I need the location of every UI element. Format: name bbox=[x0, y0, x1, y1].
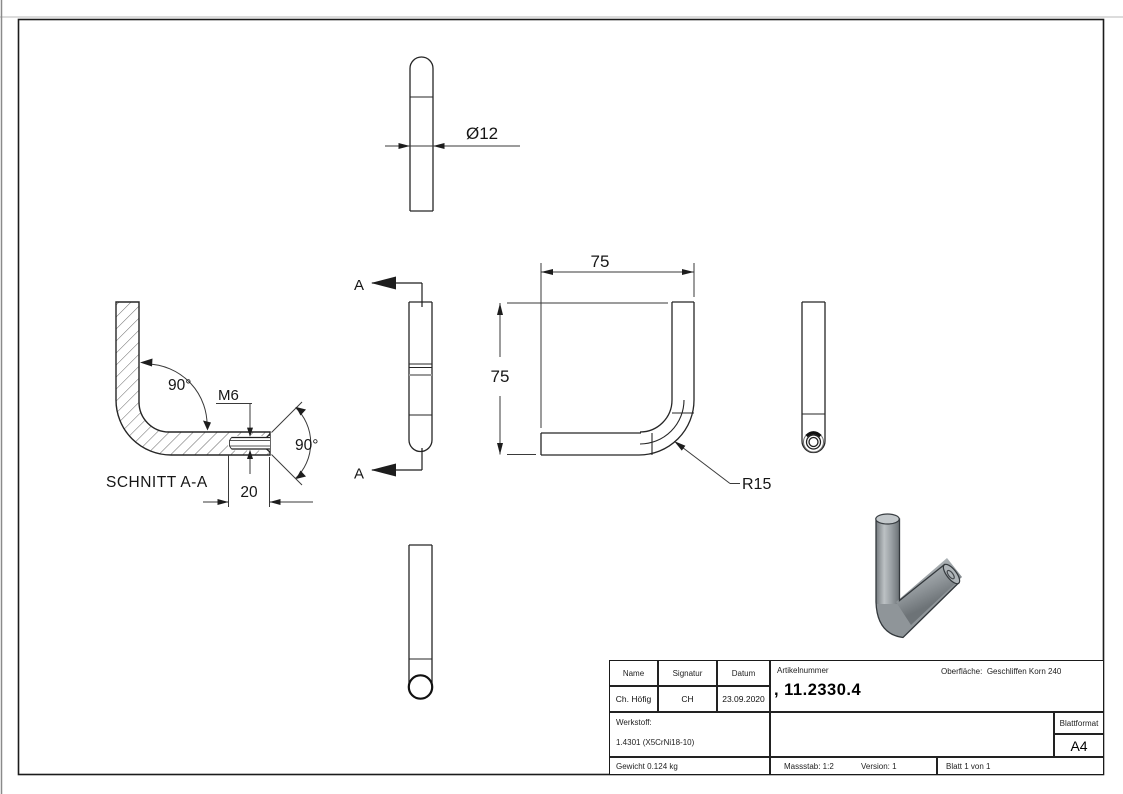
side-view bbox=[408, 301, 433, 453]
sheet-format-label: Blattformat bbox=[1054, 712, 1104, 734]
dim-countersink-angle: 90° bbox=[271, 401, 318, 486]
thread-hole bbox=[229, 433, 271, 453]
value-date: 23.09.2020 bbox=[717, 686, 770, 712]
value-signature: CH bbox=[658, 686, 717, 712]
dim-height: 75 bbox=[491, 302, 668, 455]
article-number: , 11.2330.4 bbox=[774, 681, 862, 699]
dim-thread: M6 bbox=[216, 387, 253, 474]
dim-radius: R15 bbox=[674, 441, 771, 493]
section-title: SCHNITT A-A bbox=[106, 474, 208, 491]
dim-bend-angle: 90° bbox=[140, 358, 211, 431]
surface-label: Oberfläche: bbox=[941, 667, 983, 676]
material-cell: Werkstoff: 1.4301 (X5CrNi18-10) bbox=[609, 712, 770, 757]
diameter-label: Ø12 bbox=[466, 124, 498, 143]
material-label: Werkstoff: bbox=[616, 718, 652, 727]
dim-diameter: Ø12 bbox=[385, 124, 520, 149]
sheet-format-value: A4 bbox=[1054, 734, 1104, 757]
right-view bbox=[801, 301, 826, 454]
dim-depth: 20 bbox=[203, 455, 313, 507]
title-block-border bbox=[609, 660, 1104, 775]
bottom-view bbox=[407, 544, 434, 700]
header-date: Datum bbox=[717, 660, 770, 686]
depth-label: 20 bbox=[240, 484, 258, 501]
top-view bbox=[409, 56, 434, 212]
dim-width: 75 bbox=[540, 252, 695, 428]
cut-label-bottom: A bbox=[354, 466, 364, 483]
iso-end-face bbox=[942, 563, 961, 585]
front-view bbox=[540, 301, 695, 456]
thread-label: M6 bbox=[218, 387, 239, 404]
cut-label-top: A bbox=[354, 277, 364, 294]
sheet-value: Blatt 1 von 1 bbox=[946, 762, 991, 771]
article-cell: Artikelnummer Oberfläche: Geschliffen Ko… bbox=[770, 660, 1104, 712]
width-label: 75 bbox=[591, 252, 610, 271]
material-value: 1.4301 (X5CrNi18-10) bbox=[616, 738, 695, 747]
iso-hole bbox=[946, 569, 955, 580]
title-block: Name Signatur Datum Ch. Höfig CH 23.09.2… bbox=[609, 660, 1104, 775]
height-label: 75 bbox=[491, 367, 510, 386]
countersink-angle-label: 90° bbox=[295, 437, 318, 454]
surface-value: Geschliffen Korn 240 bbox=[986, 667, 1062, 676]
radius-label: R15 bbox=[742, 476, 771, 493]
section-cut-line: A A bbox=[354, 276, 423, 483]
section-view: M6 20 90° 90° bbox=[106, 301, 318, 507]
section-body bbox=[115, 301, 271, 456]
bend-angle-label: 90° bbox=[168, 377, 191, 394]
scale-value: Massstab: 1:2 bbox=[784, 762, 834, 771]
weight-value: Gewicht 0.124 kg bbox=[616, 762, 678, 771]
iso-view bbox=[875, 513, 962, 639]
surface-text: Oberfläche: Geschliffen Korn 240 bbox=[941, 667, 1061, 676]
version-value: Version: 1 bbox=[861, 762, 897, 771]
empty-cell bbox=[770, 712, 1054, 757]
article-label: Artikelnummer bbox=[777, 666, 829, 675]
iso-top-face bbox=[875, 513, 900, 525]
